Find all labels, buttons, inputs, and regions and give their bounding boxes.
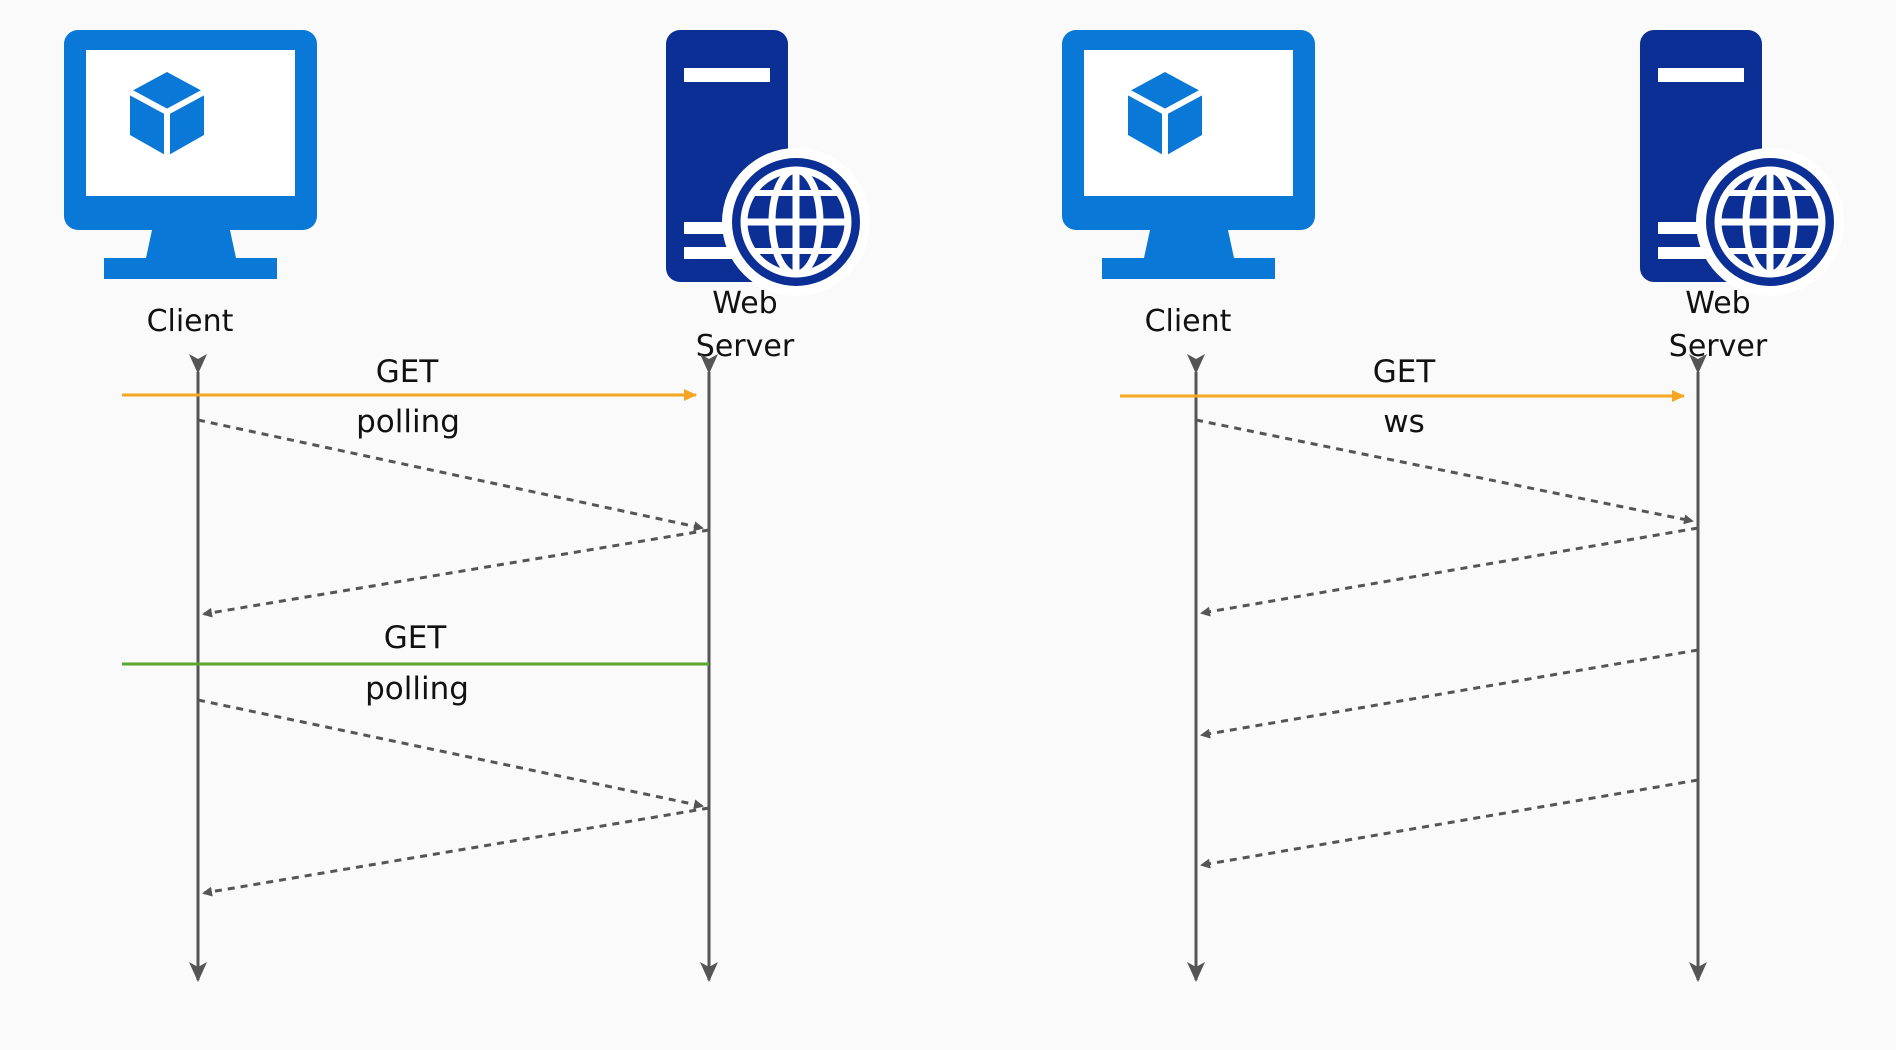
monitor-with-cube-icon — [1062, 30, 1315, 279]
server-label-line2: Server — [1669, 329, 1768, 364]
push-message-arrow — [1200, 778, 1699, 869]
request-type-label: polling — [365, 671, 469, 707]
push-message-arrow — [1200, 526, 1699, 617]
request-type-label: ws — [1383, 404, 1425, 440]
request-message-arrow — [1195, 418, 1694, 525]
response-message-arrow — [202, 528, 710, 618]
server-label-line2: Server — [696, 329, 795, 364]
push-message-arrow — [1200, 648, 1699, 739]
server-tower-with-globe-icon — [666, 30, 870, 296]
request-message-arrow — [197, 418, 704, 532]
client-label: Client — [147, 304, 234, 339]
server-tower-with-globe-icon — [1640, 30, 1844, 296]
monitor-with-cube-icon — [64, 30, 317, 279]
client-label: Client — [1145, 304, 1232, 339]
request-method-label: GET — [384, 620, 448, 656]
server-label-line1: Web — [1685, 286, 1750, 321]
server-label-line1: Web — [712, 286, 777, 321]
response-message-arrow — [202, 806, 710, 897]
left-diagram: Client Web Server GET polling GET pollin… — [64, 30, 870, 982]
right-diagram: Client Web Server GET ws — [1062, 30, 1844, 982]
request-method-label: GET — [1373, 354, 1437, 390]
request-message-arrow — [197, 698, 704, 810]
request-type-label: polling — [356, 404, 460, 440]
request-method-label: GET — [376, 354, 440, 390]
